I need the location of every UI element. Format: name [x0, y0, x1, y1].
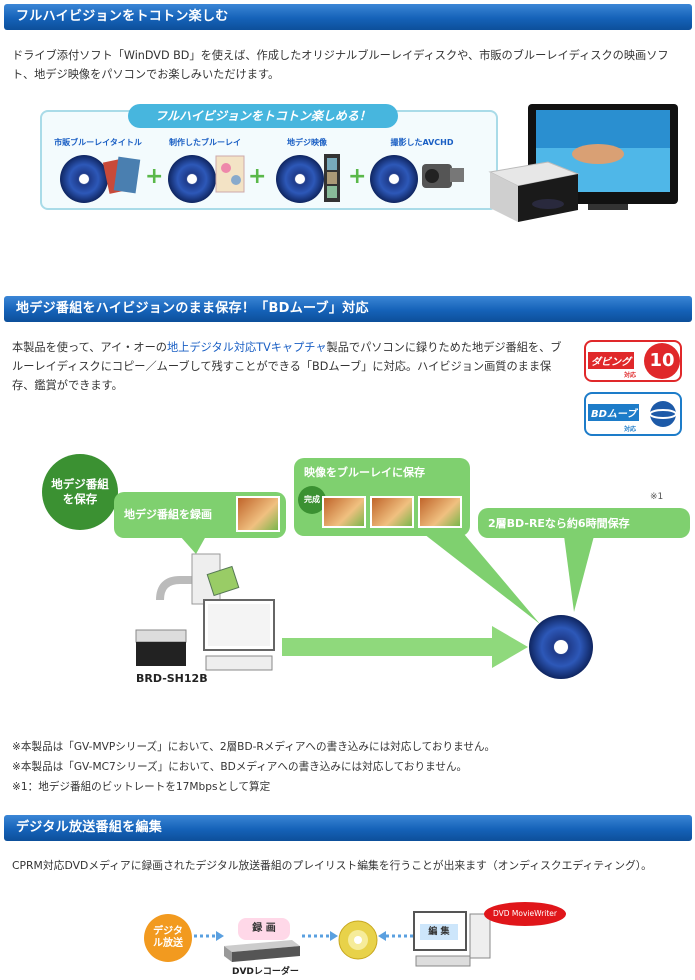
- capture-card-icon: [206, 565, 240, 597]
- keyboard-icon: [205, 655, 273, 671]
- done-badge: 完成: [298, 486, 326, 514]
- banner-media-icons: [60, 154, 464, 203]
- note-line: ※1：地デジ番組のビットレートを17Mbpsとして算定: [12, 781, 271, 793]
- section-header-edit: デジタル放送番組を編集: [4, 815, 692, 841]
- section-body: ドライブ添付ソフト「WinDVD BD」を使えば、作成したオリジナルブルーレイデ…: [12, 49, 669, 81]
- bluray-logo-icon: [649, 401, 677, 427]
- item-label-avchd: 撮影したAVCHD: [390, 138, 454, 147]
- item-label-retail: 市販ブルーレイタイトル: [54, 138, 142, 147]
- record-bubble: 地デジ番組を録画: [114, 492, 286, 538]
- bluray-disc-icon: [370, 155, 418, 203]
- bd-drive-icon: [135, 629, 187, 643]
- connector-arrow-icon: [156, 576, 192, 601]
- dvd-recorder-icon: [224, 940, 300, 962]
- section-body: CPRM対応DVDメディアに録画されたデジタル放送番組のプレイリスト編集を行うこ…: [12, 859, 652, 872]
- save-circle: 地デジ番組を保存: [42, 454, 118, 530]
- bluray-disc-icon: [529, 615, 593, 679]
- item-label-digital: 地デジ映像: [287, 138, 327, 147]
- banner-title: フルハイビジョンをトコトン楽しめる！: [128, 104, 398, 128]
- section-header-bdmove: 地デジ番組をハイビジョンのまま保存！「BDムーブ」対応: [4, 296, 692, 322]
- dubbing10-badge: ダビング 10 対応: [584, 340, 682, 382]
- photo-album-icon: [215, 155, 245, 193]
- section-header-fullhd: フルハイビジョンをトコトン楽しむ: [4, 4, 692, 30]
- section-title: デジタル放送番組を編集: [16, 820, 163, 835]
- drive-label: BRD-SH12B: [136, 672, 208, 685]
- section-body: 本製品を使って、アイ・オーの地上デジタル対応TVキャプチャ製品でパソコンに録りた…: [12, 341, 562, 392]
- dotted-arrow-icon: [302, 931, 338, 941]
- dotted-arrow-icon: [194, 931, 224, 941]
- section-title: 地デジ番組をハイビジョンのまま保存！「BDムーブ」対応: [16, 301, 369, 316]
- bubble-tail: [564, 536, 594, 612]
- note-line: ※本製品は「GV-MC7シリーズ」において、BDメディアへの書き込みには対応して…: [12, 761, 468, 773]
- tv-thumbnail: [418, 496, 462, 528]
- tv-thumbnail: [236, 496, 280, 532]
- note-line: ※本製品は「GV-MVPシリーズ」において、2層BD-Rメディアへの書き込みには…: [12, 741, 496, 753]
- tv-capture-link[interactable]: 地上デジタル対応TVキャプチャ: [166, 341, 327, 354]
- pc-illustration: [135, 553, 275, 671]
- pc-tower-icon: [469, 913, 491, 959]
- bdre-bubble: 2層BD-REなら約6時間保存: [478, 508, 690, 538]
- section-title: フルハイビジョンをトコトン楽しむ: [16, 9, 229, 24]
- tv-thumbnail: [322, 496, 366, 528]
- keyboard-icon: [415, 955, 471, 967]
- bluray-disc-icon: [276, 155, 324, 203]
- dotted-arrow-icon: [378, 931, 414, 941]
- dvd-disc-icon: [338, 920, 378, 960]
- edit-label-box: 編 集: [420, 924, 458, 940]
- plus-icon: +: [145, 164, 164, 189]
- digital-broadcast-circle: デジタル放送: [144, 914, 192, 962]
- dvd-recorder-label: DVDレコーダー: [232, 967, 299, 977]
- footnote-mark: ※1: [650, 492, 664, 502]
- plus-icon: +: [248, 164, 267, 189]
- bubble-tail: [424, 534, 540, 624]
- pc-edit-illustration: [413, 911, 491, 967]
- plus-icon: +: [348, 164, 367, 189]
- bluray-disc-icon: [60, 155, 108, 203]
- software-badge: DVD MovieWriter: [484, 902, 566, 926]
- item-label-created: 制作したブルーレイ: [169, 138, 241, 147]
- save-bubble: 映像をブルーレイに保存 完成: [294, 458, 470, 536]
- transfer-arrow-icon: [282, 626, 528, 668]
- tv-thumbnail: [370, 496, 414, 528]
- bdmove-badge: BDムーブ 対応: [584, 392, 682, 436]
- bubble-tail: [180, 536, 206, 554]
- record-label-box: 録 画: [238, 918, 290, 940]
- bluray-disc-icon: [168, 155, 216, 203]
- tv-with-drive-illustration: [488, 104, 678, 222]
